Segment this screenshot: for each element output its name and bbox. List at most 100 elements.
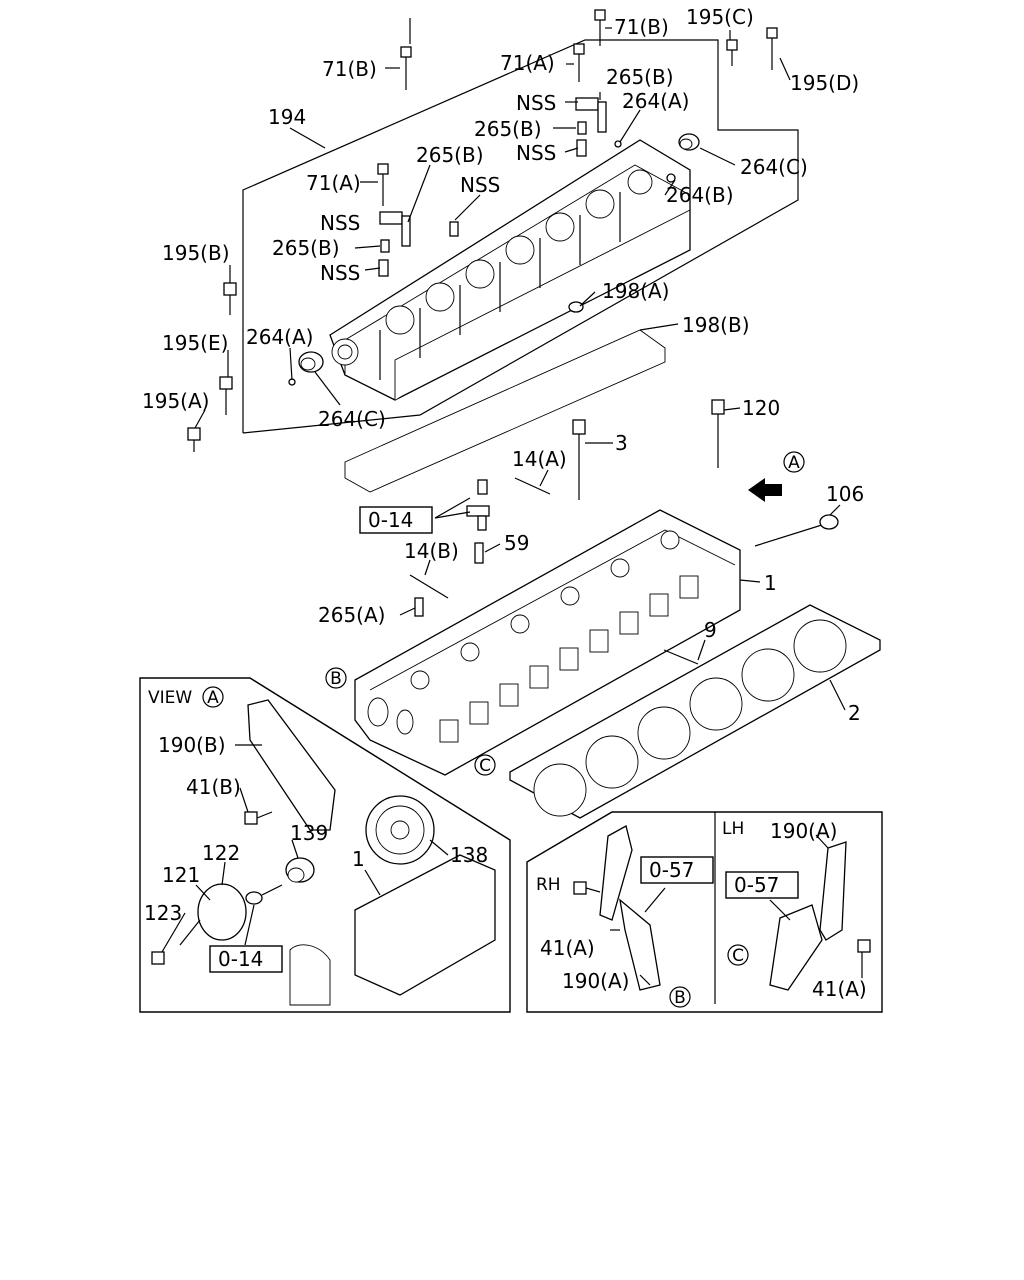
callout-label: 264(A) [246,325,313,349]
head-fasteners [409,399,839,665]
bracket-nss-mid [379,211,411,247]
callout-label: 0-14 [218,947,263,971]
cylinder-head-view [354,854,496,996]
callout-label: NSS [460,173,500,197]
bolt-195b [223,282,237,315]
callout-label: 265(B) [606,65,674,89]
callout-label: 264(C) [740,155,808,179]
callout-label: 264(B) [666,183,734,207]
bolt-41a-rh [573,881,587,895]
view-marker-b-head: B [325,667,347,689]
callout-label: 123 [144,901,182,925]
callout-label: 190(A) [562,969,629,993]
cylinder-head [354,509,741,776]
view-marker-c-head: C [474,754,496,776]
glow-plug-106 [754,514,839,547]
callout-label: 122 [202,841,240,865]
bolt-123 [151,951,165,965]
cylinder-head-valve-seats [410,530,680,690]
carrier-bearing-saddles [331,169,653,366]
callout-label: 195(A) [142,389,209,413]
callout-label: 265(A) [318,603,385,627]
bracket-nss-top [575,97,607,133]
rh-lh-panel [526,811,883,1013]
bolt-71b-left [400,46,412,90]
callout-label: 121 [162,863,200,887]
callout-label: 195(C) [686,5,754,29]
callout-label: 14(B) [404,539,459,563]
sensor-0-14 [466,479,490,531]
callout-label: 265(B) [474,117,542,141]
bolt-195e [219,376,233,415]
bracket-190a-lh [769,841,847,991]
stud-9 [663,649,699,665]
view-marker-b-head-label: B [330,669,342,689]
callout-label: 71(A) [500,51,555,75]
callout-label: 9 [704,618,717,642]
dowel-nss-carrier [449,221,459,237]
bracket-190a-rh [599,825,661,991]
callout-label: VIEW [148,688,192,708]
callout-label: 264(A) [622,89,689,113]
callout-label: 0-14 [368,508,413,532]
head-bolt-120 [711,399,725,468]
view-marker-a-panel-label: A [207,688,219,708]
callout-label: 198(B) [682,313,750,337]
callout-label: 138 [450,843,488,867]
cover-121-122 [179,883,247,946]
bolt-195d [766,27,778,70]
view-a-arrow-icon [748,478,782,502]
dowel-265b-mid [380,239,390,253]
view-marker-c-lh-label: C [732,946,744,966]
callout-label: 265(B) [272,236,340,260]
bushing-139 [285,857,315,883]
head-bolt-3 [572,419,586,500]
cylinder-head-ports [367,575,699,743]
callout-label: 1 [764,571,777,595]
front-case-view [289,944,331,1006]
carrier-ribs [379,192,621,380]
callout-label: 1 [352,847,365,871]
plug-264b [666,173,676,183]
callout-label: 195(B) [162,241,230,265]
bolt-41a-lh [857,939,871,953]
callout-label: 0-57 [649,858,694,882]
dowel-59 [474,542,484,564]
callout-label: 139 [290,821,328,845]
callout-label: 190(A) [770,819,837,843]
gear-138 [365,795,435,865]
bolt-195c [726,39,738,66]
callout-label: 71(B) [322,57,377,81]
view-marker-a-panel: A [202,686,224,708]
callout-label: 120 [742,396,780,420]
seal-264c-top [678,133,700,151]
callout-label: RH [536,875,561,895]
callout-label: NSS [516,91,556,115]
callout-label: 264(C) [318,407,386,431]
callout-label: NSS [320,211,360,235]
dowel-nss-top [576,139,587,157]
callout-label: 41(A) [540,936,595,960]
bolt-71a-mid [377,163,389,206]
callout-label: 0-57 [734,873,779,897]
callout-label: 106 [826,482,864,506]
boxed-label-frames [209,506,799,973]
callout-label: 195(E) [162,331,228,355]
carrier-group-frame [242,18,799,434]
sensor-0-14-view [245,884,283,905]
callout-label: NSS [320,261,360,285]
callout-label: 71(A) [306,171,361,195]
bolt-71a-top [573,43,585,82]
callout-label: 41(A) [812,977,867,1001]
callout-label: 195(D) [790,71,859,95]
callout-label: NSS [516,141,556,165]
callout-label: 3 [615,431,628,455]
bolt-41b [244,811,273,825]
view-marker-c-head-label: C [479,756,491,776]
carrier-fasteners [187,9,778,452]
view-marker-a-main: A [783,451,805,473]
callout-label: 265(B) [416,143,484,167]
view-marker-b-rh-label: B [674,988,686,1008]
callout-label: 198(A) [602,279,669,303]
